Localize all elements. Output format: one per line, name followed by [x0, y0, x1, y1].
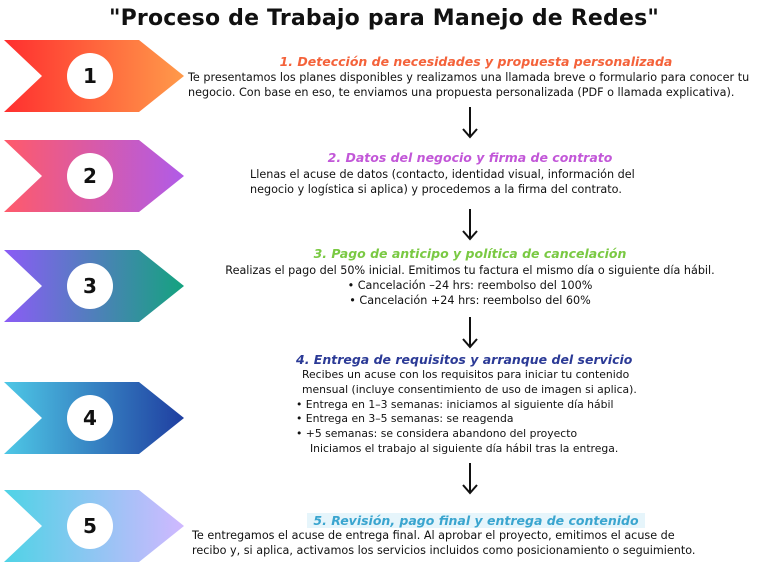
step-2: 2. Datos del negocio y firma de contrato…	[250, 150, 690, 197]
down-arrow-icon	[462, 209, 478, 241]
step-1-body: Te presentamos los planes disponibles y …	[188, 70, 764, 100]
step-4-body: Recibes un acuse con los requisitos para…	[296, 368, 646, 457]
step-4-bullet: • Entrega en 3–5 semanas: se reagenda	[296, 412, 514, 426]
down-arrow-icon	[462, 317, 478, 349]
step-2-line: Llenas el acuse de datos (contacto, iden…	[250, 168, 635, 181]
step-5-number: 5	[67, 503, 113, 549]
step-3-badge: 3	[4, 250, 184, 322]
step-1-badge: 1	[4, 40, 184, 112]
step-4-line: Recibes un acuse con los requisitos para…	[302, 368, 630, 381]
step-4-bullet: • +5 semanas: se considera abandono del …	[296, 427, 578, 441]
step-4-bullet: • Entrega en 1–3 semanas: iniciamos al s…	[296, 397, 614, 411]
step-4-badge: 4	[4, 382, 184, 454]
step-1-line: negocio. Con base en eso, te enviamos un…	[188, 86, 735, 99]
step-5-title: 5. Revisión, pago final y entrega de con…	[307, 513, 645, 528]
step-5-body: Te entregamos el acuse de entrega final.…	[192, 528, 760, 558]
step-4-title: 4. Entrega de requisitos y arranque del …	[296, 352, 633, 367]
step-3-line: Realizas el pago del 50% inicial. Emitim…	[225, 264, 715, 277]
step-1-title: 1. Detección de necesidades y propuesta …	[279, 54, 673, 69]
step-2-line: negocio y logística si aplica) y procede…	[250, 183, 622, 196]
step-5-badge: 5	[4, 490, 184, 562]
step-3-title: 3. Pago de anticipo y política de cancel…	[313, 246, 627, 261]
step-4-line: Iniciamos el trabajo al siguiente día há…	[310, 441, 619, 455]
step-3: 3. Pago de anticipo y política de cancel…	[210, 246, 730, 308]
step-4-line: mensual (incluye consentimiento de uso d…	[302, 382, 637, 396]
step-2-body: Llenas el acuse de datos (contacto, iden…	[250, 167, 690, 197]
step-5: 5. Revisión, pago final y entrega de con…	[192, 513, 760, 558]
step-3-number: 3	[67, 263, 113, 309]
step-3-bullet: • Cancelación +24 hrs: reembolso del 60%	[349, 294, 591, 307]
step-5-title-wrap: 5. Revisión, pago final y entrega de con…	[192, 513, 760, 528]
step-1: 1. Detección de necesidades y propuesta …	[188, 54, 764, 100]
step-1-line: Te presentamos los planes disponibles y …	[188, 71, 750, 84]
step-1-number: 1	[67, 53, 113, 99]
step-2-badge: 2	[4, 140, 184, 212]
step-3-body: Realizas el pago del 50% inicial. Emitim…	[210, 263, 730, 308]
step-3-bullet: • Cancelación –24 hrs: reembolso del 100…	[347, 279, 593, 292]
step-4-number: 4	[67, 395, 113, 441]
down-arrow-icon	[462, 107, 478, 139]
step-2-title: 2. Datos del negocio y firma de contrato	[327, 150, 613, 165]
step-2-number: 2	[67, 153, 113, 199]
step-5-line: recibo y, si aplica, activamos los servi…	[192, 544, 696, 557]
step-5-line: Te entregamos el acuse de entrega final.…	[192, 529, 675, 542]
step-4: 4. Entrega de requisitos y arranque del …	[296, 352, 646, 457]
down-arrow-icon	[462, 463, 478, 495]
page-title: "Proceso de Trabajo para Manejo de Redes…	[108, 6, 660, 31]
